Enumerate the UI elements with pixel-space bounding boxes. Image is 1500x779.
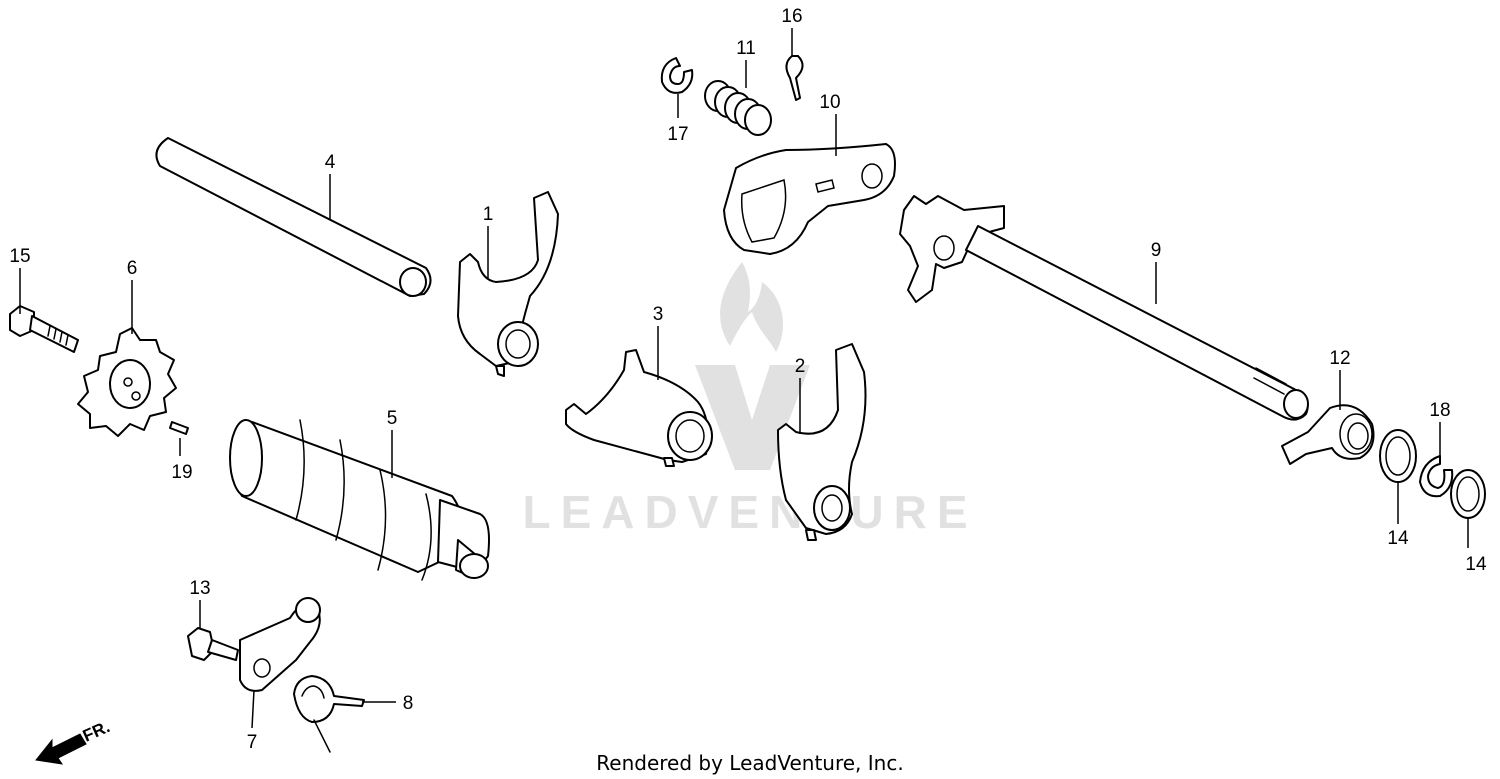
callout-8: 8 — [403, 693, 414, 714]
callout-19: 19 — [171, 462, 192, 483]
circlip-17 — [660, 57, 694, 94]
callout-18: 18 — [1429, 400, 1450, 421]
watermark-logo — [695, 262, 810, 470]
callout-4: 4 — [325, 152, 336, 173]
callout-1: 1 — [483, 204, 494, 225]
leader-lines — [19, 28, 1469, 729]
front-arrow-icon — [35, 733, 87, 765]
callout-15: 15 — [9, 246, 30, 267]
shift-drum — [229, 419, 490, 581]
bolt-15 — [9, 305, 79, 353]
callout-17: 17 — [667, 124, 688, 145]
callout-10: 10 — [819, 92, 840, 113]
shift-fork-1 — [457, 191, 559, 377]
stopper-arm — [239, 597, 321, 692]
circlip-18 — [1419, 455, 1454, 498]
stopper-spring — [293, 675, 365, 753]
callout-2: 2 — [795, 356, 806, 377]
callout-5: 5 — [387, 408, 398, 429]
cotter-pin — [785, 55, 804, 101]
callout-7: 7 — [247, 732, 258, 753]
bolt-13 — [187, 627, 239, 661]
shift-fork-shaft — [155, 137, 432, 297]
callout-11: 11 — [736, 38, 756, 59]
shift-fork-2 — [777, 343, 867, 541]
callout-3: 3 — [653, 304, 664, 325]
callout-12: 12 — [1329, 348, 1350, 369]
shift-plate-10 — [723, 143, 896, 255]
callout-14b: 14 — [1465, 554, 1487, 575]
callout-13: 13 — [189, 578, 210, 599]
callout-9: 9 — [1151, 240, 1162, 261]
spring-11 — [704, 80, 772, 136]
gearshift-spindle — [899, 195, 1309, 421]
washer-14a — [1379, 429, 1417, 483]
washer-14b — [1450, 469, 1486, 519]
footer-credit: Rendered by LeadVenture, Inc. — [596, 751, 903, 775]
shift-fork-3 — [565, 349, 713, 467]
callout-14a: 14 — [1387, 528, 1409, 549]
callout-6: 6 — [127, 258, 138, 279]
front-direction-label: FR. — [80, 717, 113, 745]
watermark-text: LEADVENTURE — [522, 486, 977, 538]
shift-drum-star — [77, 327, 177, 437]
callout-16: 16 — [781, 6, 802, 27]
return-spring — [1281, 404, 1375, 465]
dowel-pin — [169, 421, 189, 435]
